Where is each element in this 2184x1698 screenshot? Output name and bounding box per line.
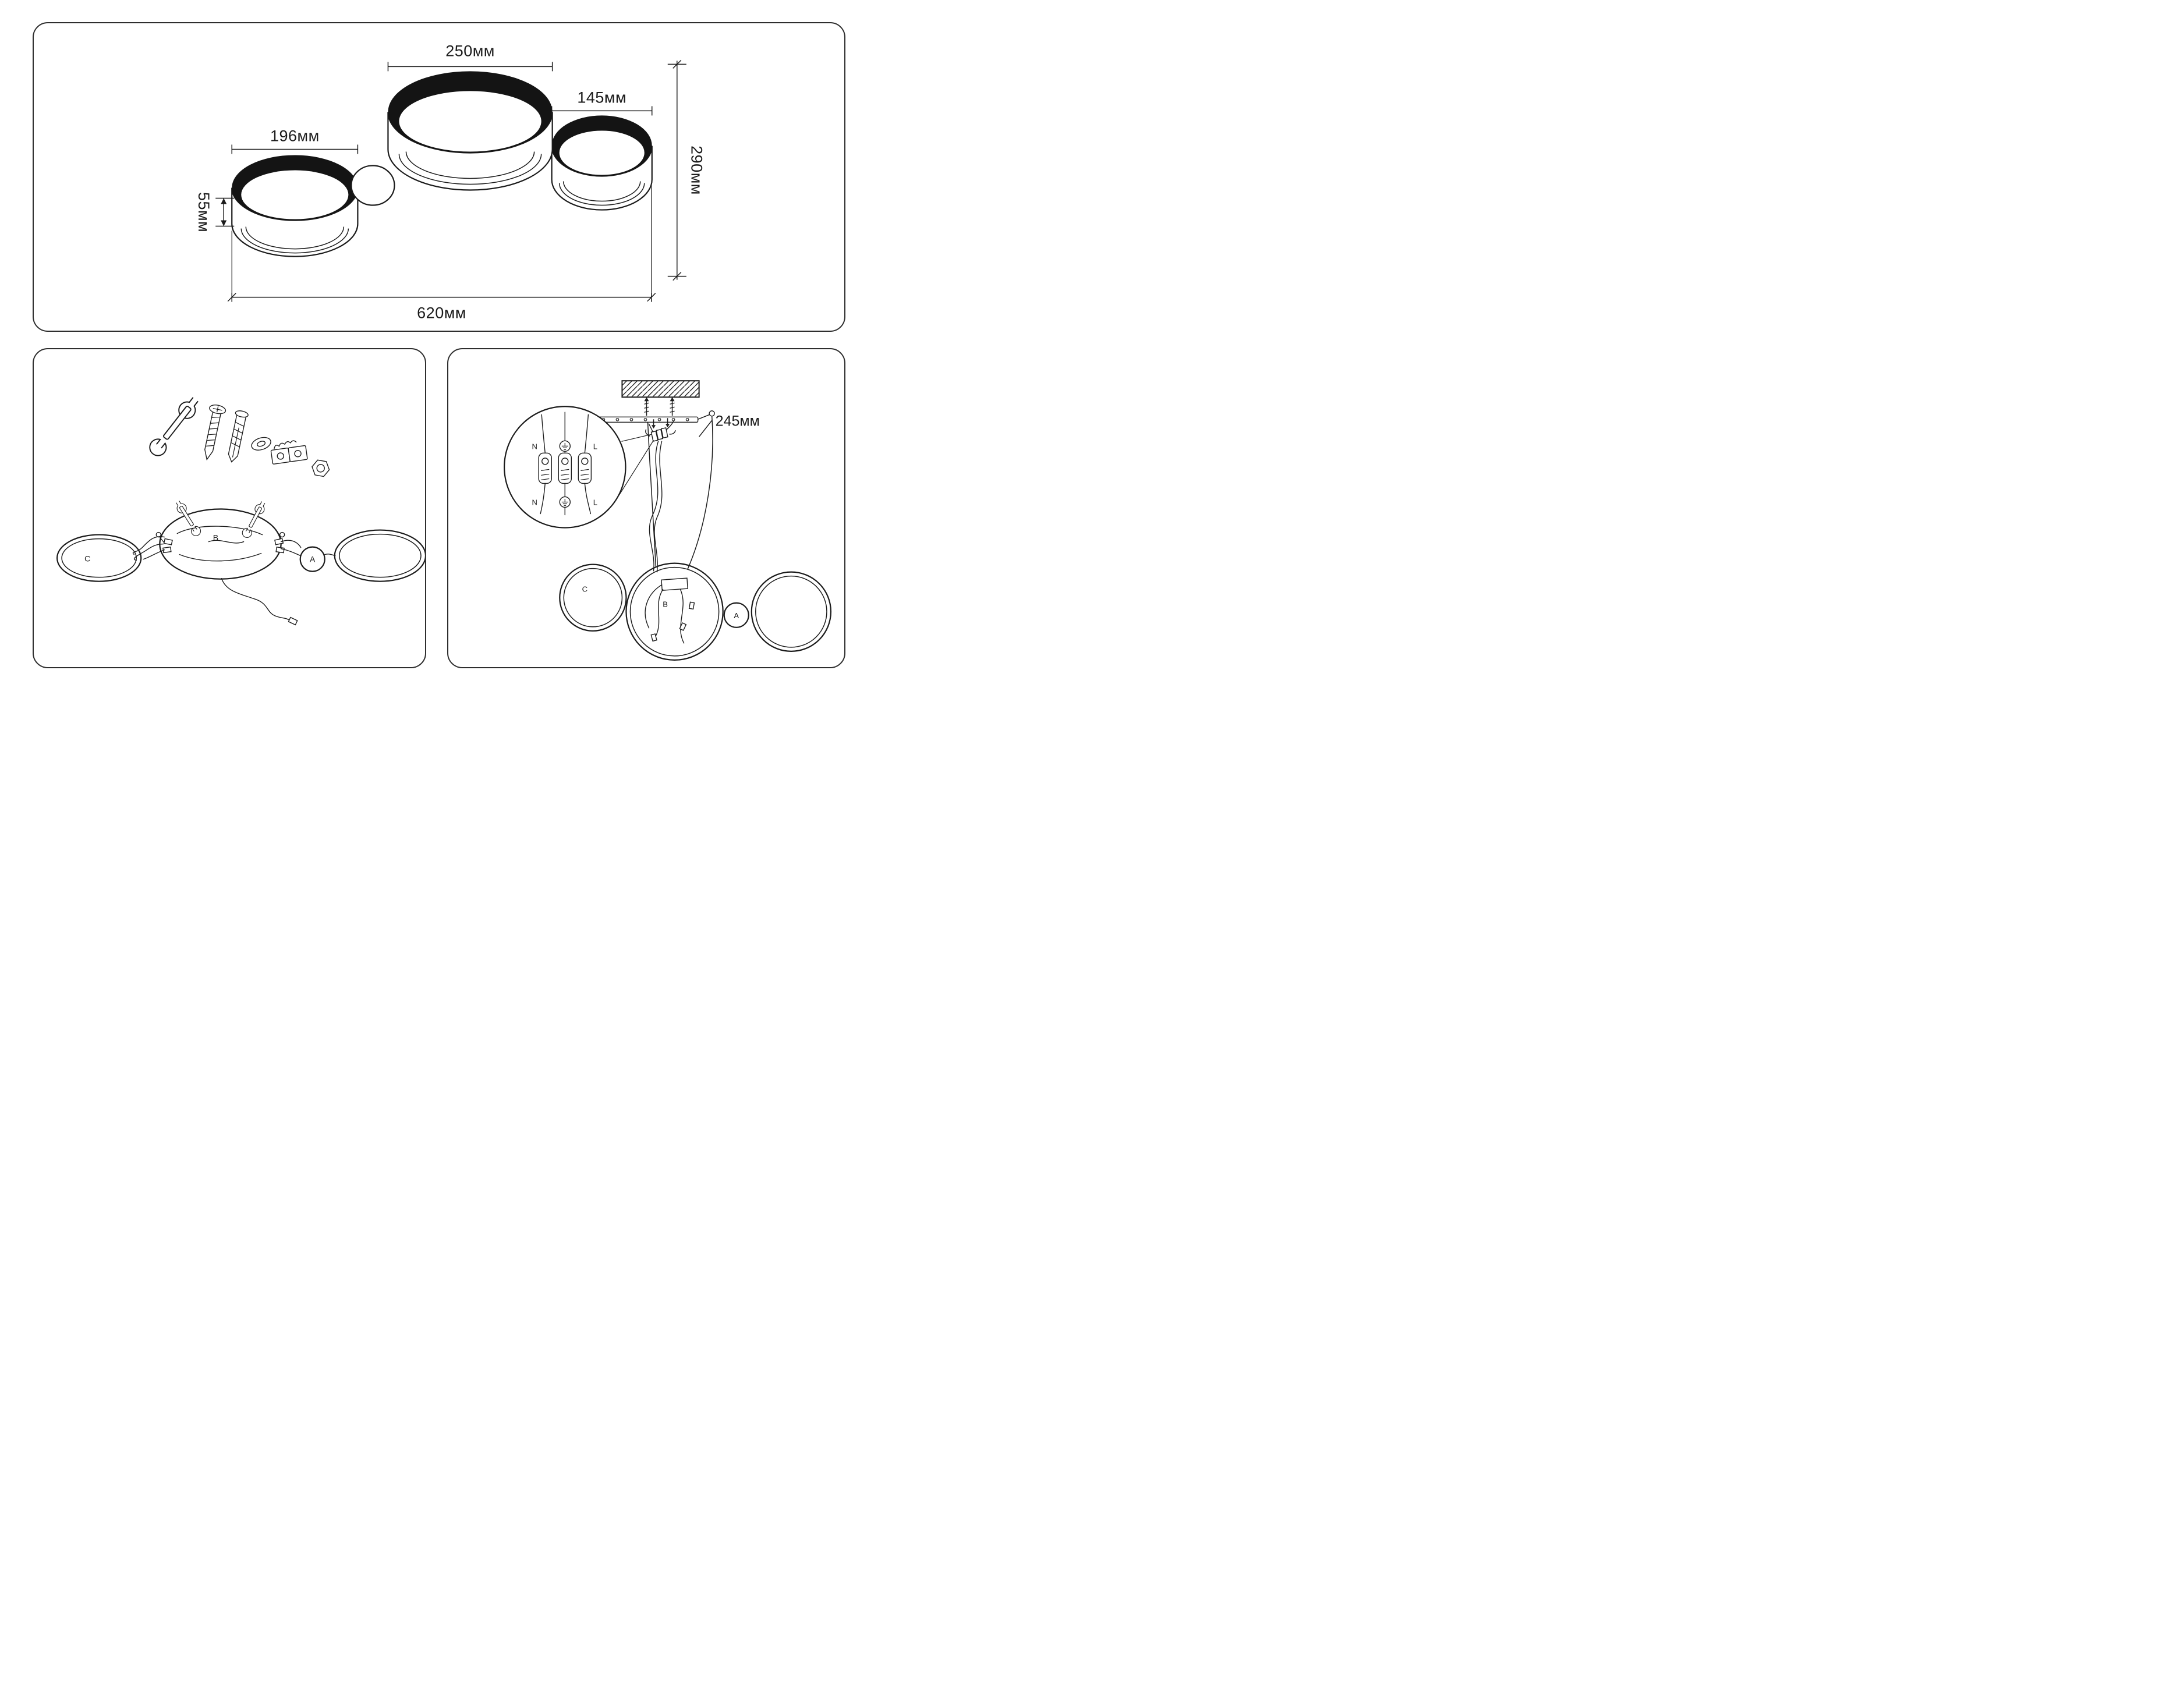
earth-icon <box>559 496 571 508</box>
dim-55: 55мм <box>195 192 235 232</box>
ring-right <box>751 571 832 652</box>
ceiling-hatch <box>621 380 700 398</box>
ring-a-label: A <box>310 555 316 564</box>
ring-c-label: C <box>582 585 587 594</box>
connector-ring-drawing <box>351 165 395 206</box>
ring-b-label: B <box>663 600 668 609</box>
supply-wire <box>654 441 663 573</box>
terminal-connector <box>538 452 552 484</box>
terminal-connector <box>578 452 592 484</box>
dim-145: 145мм <box>551 88 653 116</box>
power-wire <box>221 577 298 626</box>
anchor-screw-icon <box>670 397 675 416</box>
earth-icon <box>559 440 571 452</box>
dim-245: 245мм <box>699 413 760 437</box>
ring-b: B <box>625 562 724 661</box>
screw-icon <box>204 405 226 461</box>
ring-a-label: A <box>734 611 739 620</box>
assembly-drawing: C B <box>56 394 425 626</box>
assembly-panel: C B <box>33 348 426 668</box>
led-driver-box <box>661 577 688 591</box>
wires-left <box>132 536 165 561</box>
dimensions-panel: 250мм 196мм 145мм <box>33 22 845 332</box>
dim-196-label: 196мм <box>270 127 320 144</box>
ring-196-drawing <box>231 155 359 257</box>
terminal-connector <box>558 452 572 484</box>
wire-l-bottom-label: L <box>593 498 597 506</box>
dim-290-label: 290мм <box>688 146 705 195</box>
dim-250-label: 250мм <box>445 42 495 59</box>
dim-620: 620мм <box>227 184 656 322</box>
dim-245-label: 245мм <box>716 413 760 429</box>
wire-n-top-label: N <box>532 442 537 451</box>
dim-620-label: 620мм <box>417 304 466 322</box>
mounting-drawing: 245мм <box>504 380 832 661</box>
suspension-cable <box>647 422 657 568</box>
dimensions-drawing: 250мм 196мм 145мм <box>195 42 706 322</box>
suspension-cable <box>686 416 713 570</box>
instruction-sheet: 250мм 196мм 145мм <box>0 0 873 679</box>
dim-290: 290мм <box>667 59 705 281</box>
ring-a: A <box>723 602 749 628</box>
nut-icon <box>312 459 330 477</box>
terminal-block-icon <box>270 440 308 465</box>
supply-wire <box>649 441 659 572</box>
dim-196: 196мм <box>231 127 359 154</box>
canopy-b-label: B <box>213 533 218 543</box>
ring-c-label: C <box>84 554 90 563</box>
wire-l-top-label: L <box>593 442 597 451</box>
wiring-detail-bubble: N L N L <box>504 406 654 529</box>
anchor-screw-icon <box>644 397 649 416</box>
ring-c: C <box>56 534 142 582</box>
dim-250: 250мм <box>387 42 553 72</box>
ring-145-drawing <box>551 115 653 211</box>
ring-right <box>334 529 425 582</box>
dim-145-label: 145мм <box>577 88 626 106</box>
dowel-icon <box>228 410 249 463</box>
dim-55-label: 55мм <box>195 192 213 232</box>
ring-250-drawing <box>387 71 553 191</box>
ring-a: A <box>299 546 325 572</box>
wrench-icon <box>146 394 203 460</box>
ring-c: C <box>559 563 627 632</box>
mounting-panel: 245мм <box>447 348 845 668</box>
canopy-b: B <box>155 508 285 580</box>
washer-icon <box>251 437 271 451</box>
wire-connector-cluster <box>645 418 676 442</box>
wire-n-bottom-label: N <box>532 498 537 506</box>
